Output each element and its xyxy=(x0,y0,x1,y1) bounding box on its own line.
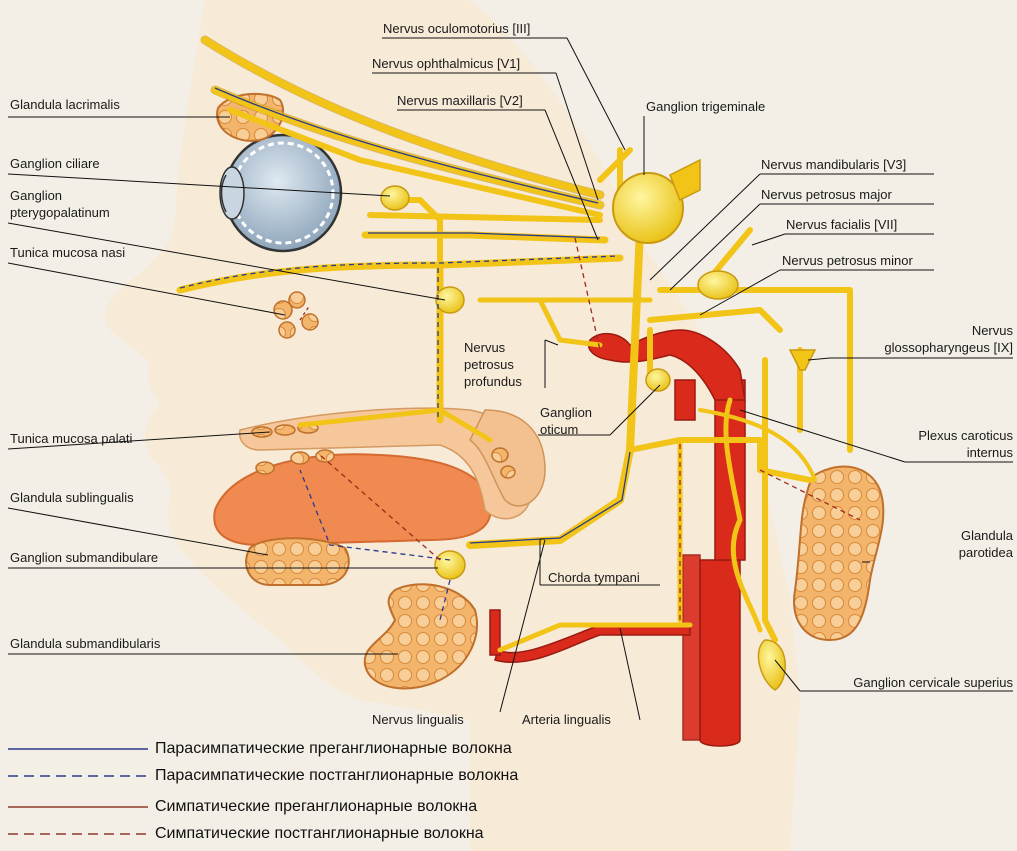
label-ganglion-oticum-2: oticum xyxy=(540,422,578,437)
label-nervus-petrosus-profundus-1: Nervus xyxy=(464,340,505,355)
legend-sym-post: Симпатические постганглионарные волокна xyxy=(155,825,484,843)
label-glandula-parotidea-2: parotidea xyxy=(959,545,1013,560)
label-ganglion-pterygopalatinum-1: Ganglion xyxy=(10,188,62,203)
label-plexus-caroticus-1: Plexus caroticus xyxy=(918,428,1013,443)
label-glandula-parotidea-1: Glandula xyxy=(961,528,1013,543)
ganglion-ciliare-shape xyxy=(381,186,409,210)
label-glandula-sublingualis: Glandula sublingualis xyxy=(10,490,134,505)
label-nervus-maxillaris: Nervus maxillaris [V2] xyxy=(397,93,523,108)
ganglion-submandibulare-shape xyxy=(435,551,465,579)
label-nervus-petrosus-profundus-3: profundus xyxy=(464,374,522,389)
label-nervus-petrosus-minor: Nervus petrosus minor xyxy=(782,253,913,268)
label-tunica-mucosa-nasi: Tunica mucosa nasi xyxy=(10,245,125,260)
label-ganglion-cervicale-superius: Ganglion cervicale superius xyxy=(853,675,1013,690)
label-ganglion-submandibulare: Ganglion submandibulare xyxy=(10,550,158,565)
label-ganglion-ciliare: Ganglion ciliare xyxy=(10,156,100,171)
label-chorda-tympani: Chorda tympani xyxy=(548,570,640,585)
ganglion-trigeminale-shape xyxy=(613,160,700,243)
label-glandula-submandibularis: Glandula submandibularis xyxy=(10,636,160,651)
label-arteria-lingualis: Arteria lingualis xyxy=(522,712,611,727)
legend-sym-pre: Симпатические преганглионарные волокна xyxy=(155,798,477,816)
label-plexus-caroticus-2: internus xyxy=(967,445,1013,460)
label-nervus-facialis: Nervus facialis [VII] xyxy=(786,217,897,232)
label-nervus-lingualis: Nervus lingualis xyxy=(372,712,464,727)
label-nervus-petrosus-major: Nervus petrosus major xyxy=(761,187,892,202)
label-nervus-glossopharyngeus-2: glossopharyngeus [IX] xyxy=(884,340,1013,355)
ganglion-geniculi-shape xyxy=(698,271,738,299)
label-nervus-glossopharyngeus-1: Nervus xyxy=(972,323,1013,338)
legend-parasym-post: Парасимпатические постганглионарные воло… xyxy=(155,767,518,785)
label-ganglion-oticum-1: Ganglion xyxy=(540,405,592,420)
legend-lines xyxy=(8,749,148,834)
label-ganglion-trigeminale: Ganglion trigeminale xyxy=(646,99,765,114)
label-nervus-petrosus-profundus-2: petrosus xyxy=(464,357,514,372)
label-nervus-mandibularis: Nervus mandibularis [V3] xyxy=(761,157,906,172)
label-nervus-oculomotorius: Nervus oculomotorius [III] xyxy=(383,21,530,36)
glandula-parotidea-shape xyxy=(794,467,883,640)
label-nervus-ophthalmicus: Nervus ophthalmicus [V1] xyxy=(372,56,520,71)
label-glandula-lacrimalis: Glandula lacrimalis xyxy=(10,97,120,112)
label-ganglion-pterygopalatinum-2: pterygopalatinum xyxy=(10,205,110,220)
ganglion-pterygopalatinum-shape xyxy=(436,287,464,313)
legend-parasym-pre: Парасимпатические преганглионарные волок… xyxy=(155,740,512,758)
label-tunica-mucosa-palati: Tunica mucosa palati xyxy=(10,431,132,446)
